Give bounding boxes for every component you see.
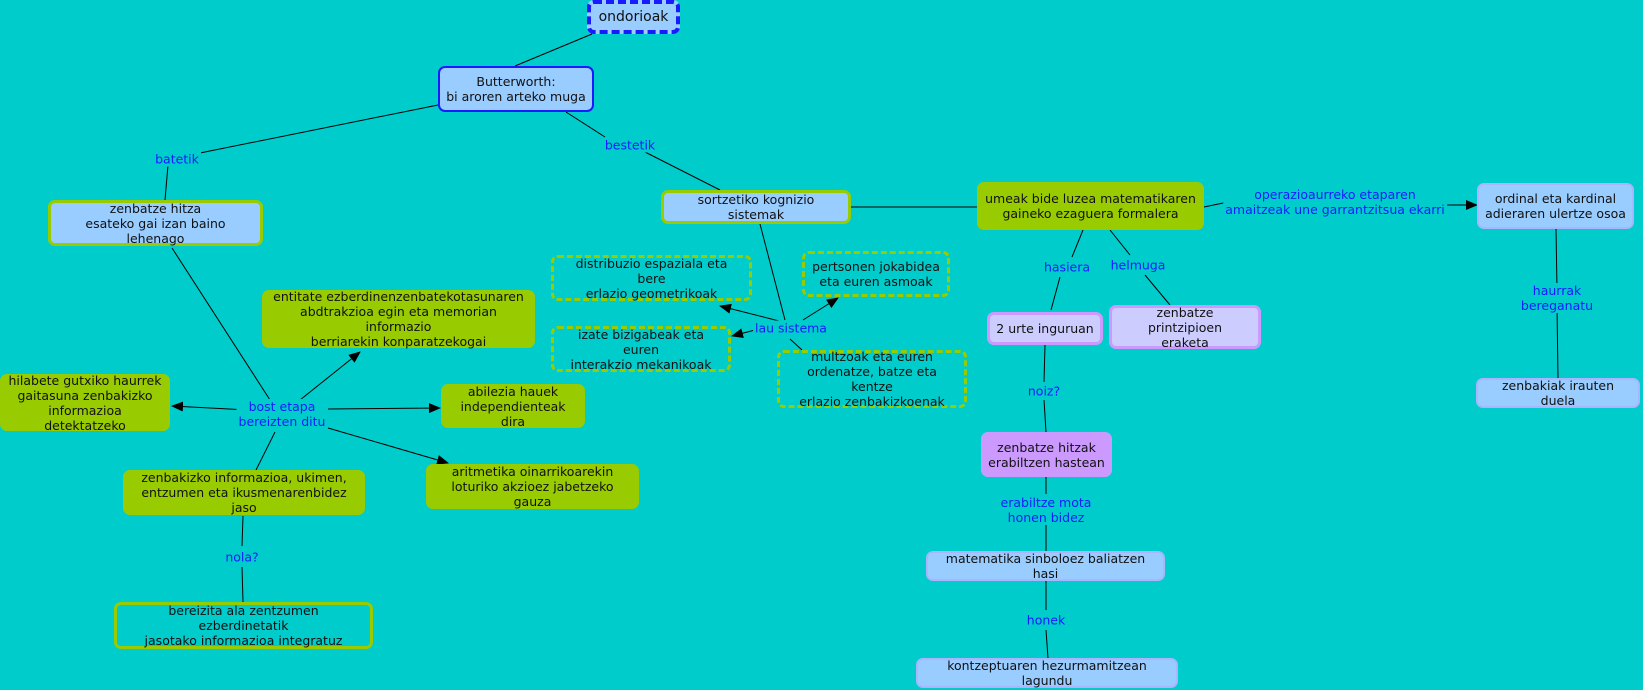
izate-node[interactable]: izate bizigabeak eta euren interakzio me… (551, 326, 731, 372)
link-label-bost-etapa: bost etapa bereizten ditu (236, 399, 328, 429)
abilezia-node[interactable]: abilezia hauek independienteak dira (441, 384, 585, 429)
ondorioak-node[interactable]: ondorioak (587, 0, 680, 34)
aritmetika-node[interactable]: aritmetika oinarrikoarekin loturiko akzi… (426, 464, 639, 509)
link-label-bestetik: bestetik (602, 137, 658, 153)
bereizita-node[interactable]: bereizita ala zentzumen ezberdinetatik j… (114, 602, 373, 649)
link-label-noiz: noiz? (1025, 383, 1063, 399)
link-label-helmuga: helmuga (1108, 257, 1168, 273)
distribuzio-node[interactable]: distribuzio espaziala eta bere erlazio g… (551, 255, 752, 301)
link-label-honek: honek (1024, 612, 1068, 628)
hitzak-node[interactable]: zenbatze hitzak erabiltzen hastean (981, 432, 1112, 477)
pertsonen-node[interactable]: pertsonen jokabidea eta euren asmoak (802, 251, 950, 297)
link-label-hasiera: hasiera (1041, 259, 1093, 275)
printzipio-node[interactable]: zenbatze printzipioen eraketa (1109, 305, 1261, 350)
link-label-haurrak: haurrak bereganatu (1514, 283, 1600, 313)
ordinal-node[interactable]: ordinal eta kardinal adieraren ulertze o… (1477, 183, 1634, 229)
link-label-lau-sistema: lau sistema (753, 320, 829, 336)
link-label-operazio: operazioaurreko etaparen amaitzeak une g… (1223, 187, 1447, 217)
butterworth-node[interactable]: Butterworth: bi aroren arteko muga (438, 66, 594, 112)
link-label-erabiltze: erabiltze mota honen bidez (998, 495, 1094, 525)
sinbolo-node[interactable]: matematika sinboloez baliatzen hasi (926, 551, 1165, 581)
zenbakizko-node[interactable]: zenbakizko informazioa, ukimen, entzumen… (123, 470, 365, 515)
bi-urte-node[interactable]: 2 urte inguruan (987, 312, 1103, 345)
multzoak-node[interactable]: multzoak eta euren ordenatze, batze eta … (777, 349, 967, 409)
kontzeptu-node[interactable]: kontzeptuaren hezurmamitzean lagundu (916, 658, 1178, 688)
umeak-node[interactable]: umeak bide luzea matematikaren gaineko e… (977, 182, 1204, 230)
sortzetiko-node[interactable]: sortzetiko kognizio sistemak (661, 190, 851, 224)
hilabete-node[interactable]: hilabete gutxiko haurrek gaitasuna zenba… (0, 373, 170, 433)
irauten-node[interactable]: zenbakiak irauten duela (1476, 378, 1640, 408)
link-label-nola: nola? (223, 549, 261, 565)
link-label-batetik: batetik (153, 151, 201, 167)
zenbatze-hitza-node[interactable]: zenbatze hitza esateko gai izan baino le… (48, 200, 263, 246)
entitate-node[interactable]: entitate ezberdinenzenbatekotasunaren ab… (262, 289, 535, 349)
